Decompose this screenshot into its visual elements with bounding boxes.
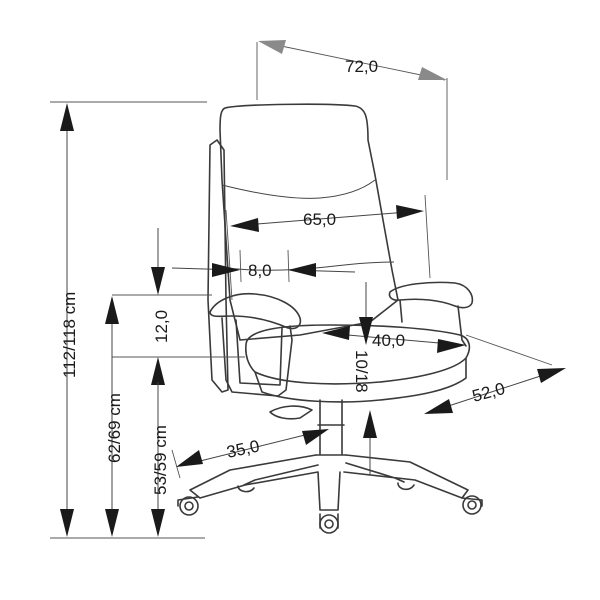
backrest-seam-lumbar <box>227 261 395 271</box>
arrow-8-right <box>288 263 316 277</box>
caster-back-right <box>397 482 415 491</box>
dim-armrest-above-seat: 12,0 <box>112 228 245 385</box>
arrow-35-left <box>176 450 203 467</box>
caster-right <box>462 495 482 515</box>
dimension-lines: 72,0 65,0 8,0 12,0 <box>50 40 566 539</box>
label-overall-width: 72,0 <box>345 57 378 76</box>
arrow-total-up <box>60 103 74 131</box>
dim-seat-back-width: 65,0 <box>225 194 431 301</box>
backrest <box>219 103 399 341</box>
label-base-radius: 35,0 <box>225 436 261 461</box>
dim-seat-width: 40,0 <box>322 326 466 353</box>
arrow-armrest-up <box>105 296 119 324</box>
arrow-seat-down <box>151 509 165 537</box>
label-seat-back-width: 65,0 <box>303 210 336 229</box>
arrow-12-up <box>151 357 165 385</box>
arrow-65-left <box>230 218 259 232</box>
label-seat-thickness: 10/18 <box>352 350 371 393</box>
armrest-left-support <box>221 317 293 397</box>
caster-back-left <box>237 485 255 493</box>
dim-armrest-height: 62/69 cm <box>105 296 124 537</box>
arrow-12-down <box>151 267 165 295</box>
casters <box>177 482 483 534</box>
seat-side <box>254 357 467 403</box>
label-total-height: 112/118 cm <box>60 292 79 378</box>
arrow-40-left <box>322 326 350 340</box>
arrow-1018-down <box>359 317 373 345</box>
dim-total-height: 112/118 cm <box>50 101 207 539</box>
arrow-1018-up <box>363 410 377 438</box>
arrow-52-left <box>424 399 453 414</box>
arrow-8-left <box>212 263 240 277</box>
gas-cylinder <box>315 399 347 456</box>
base-star <box>189 454 469 511</box>
label-armrest-above-seat: 12,0 <box>152 310 171 343</box>
arrow-35-right <box>302 429 329 445</box>
arrow-total-down <box>60 509 74 537</box>
dim-seat-height: 53/59 cm <box>151 382 170 537</box>
arrow-52-right <box>537 368 566 383</box>
label-backrest-thickness: 8,0 <box>248 261 272 280</box>
armrest-right-support <box>399 299 467 347</box>
armrest-right-pad <box>388 281 474 309</box>
dim-backrest-thickness: 8,0 <box>171 249 356 283</box>
arrow-armrest-down <box>105 509 119 537</box>
arrow-gray-left <box>258 40 286 54</box>
arrow-40-right <box>437 339 466 353</box>
caster-front <box>319 514 339 534</box>
backrest-side-shell <box>207 139 229 393</box>
arrow-65-right <box>396 205 424 219</box>
arrow-gray-right <box>418 67 447 80</box>
armrest-left-pad <box>209 292 302 330</box>
label-seat-width: 40,0 <box>372 331 405 350</box>
label-armrest-height: 62/69 cm <box>105 393 124 463</box>
dim-seat-thickness: 10/18 <box>352 282 377 475</box>
label-seat-height: 53/59 cm <box>151 425 170 495</box>
office-chair-illustration <box>177 103 483 534</box>
backrest-seam-upper <box>221 179 376 199</box>
caster-left <box>179 496 199 516</box>
dim-base-radius: 35,0 <box>171 429 329 479</box>
dim-overall-width: 72,0 <box>256 40 448 180</box>
tilt-mechanism <box>269 405 313 420</box>
label-seat-depth: 52,0 <box>470 379 507 406</box>
